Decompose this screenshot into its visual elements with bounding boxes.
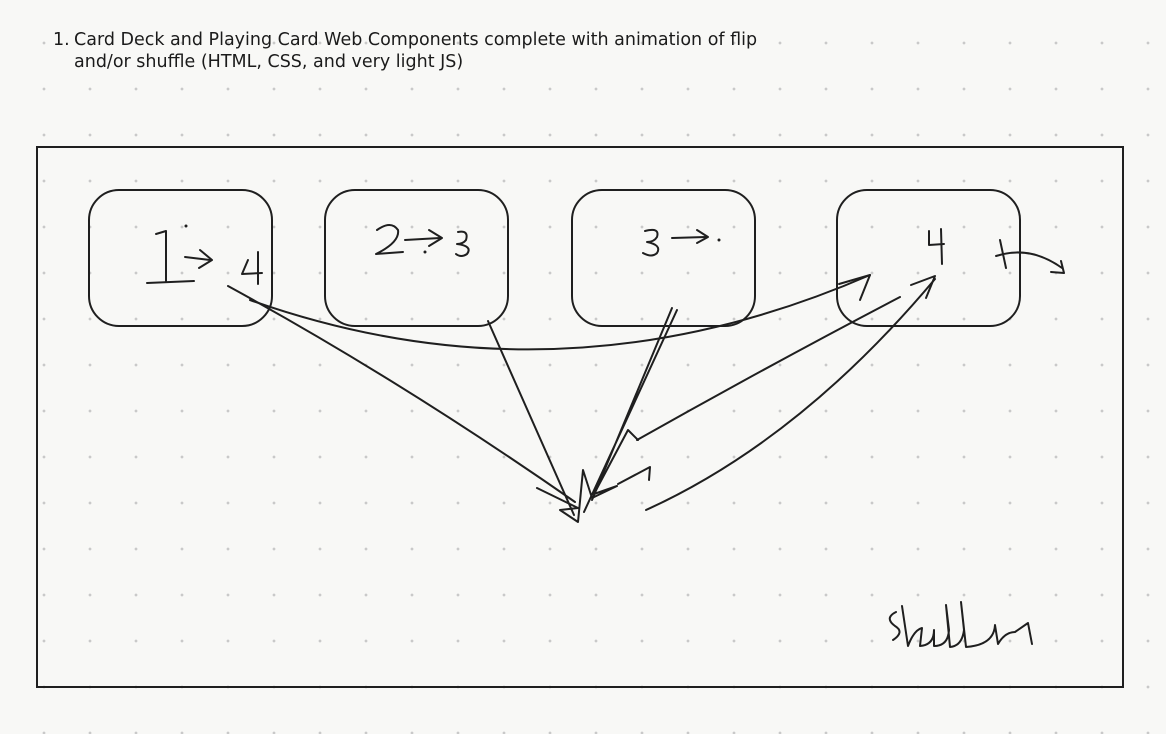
card-2-label <box>375 224 470 257</box>
pile-tick-mark <box>617 466 651 485</box>
arc-card1-to-card4 <box>249 274 871 351</box>
card-2 <box>324 189 509 327</box>
arrowhead-card4-b-icon <box>910 275 936 299</box>
task-note: 1. Card Deck and Playing Card Web Compon… <box>53 29 773 73</box>
card-1-label <box>146 224 263 285</box>
drawing-frame <box>36 146 1124 688</box>
line-card1-to-pile <box>227 285 576 503</box>
card-1 <box>88 189 273 327</box>
card-4-label <box>928 228 945 265</box>
flip-arrow-icon <box>995 239 1065 274</box>
card-3-label <box>642 228 721 257</box>
line-card2-to-pile <box>487 320 575 516</box>
line-card3-to-pile <box>583 307 678 513</box>
shuffle-handwriting <box>888 601 1033 648</box>
card-4 <box>836 189 1021 327</box>
line-pile-to-card4-upper <box>636 296 901 441</box>
arrowhead-card4-a-icon <box>838 274 871 301</box>
line-pile-to-card4-lower <box>645 278 936 511</box>
shuffle-pile-scribble <box>536 429 639 523</box>
task-description: Card Deck and Playing Card Web Component… <box>74 30 758 72</box>
list-number: 1. <box>53 30 70 50</box>
card-3 <box>571 189 756 327</box>
